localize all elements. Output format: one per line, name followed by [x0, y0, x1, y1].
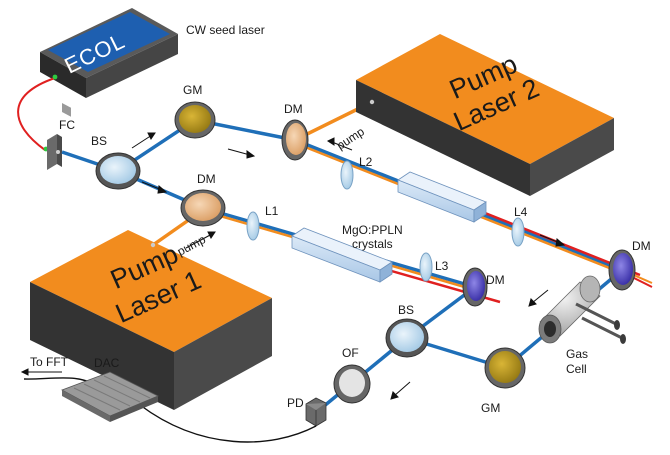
pd-cable — [139, 404, 317, 443]
ppln-crystal-lower — [291, 227, 393, 283]
gas-cell-label-line1: Gas — [566, 347, 588, 361]
dichroic-mirror-right — [608, 249, 636, 291]
direction-arrows — [20, 132, 566, 400]
gas-cell — [538, 275, 626, 344]
gold-mirror-top — [174, 101, 216, 139]
dm-right-label: DM — [632, 239, 651, 253]
gm-top-label: GM — [183, 83, 202, 97]
lens-l4 — [511, 217, 525, 247]
dichroic-mirror-left — [180, 189, 226, 227]
dac-box — [61, 371, 159, 422]
fc-label: FC — [59, 118, 75, 132]
lens-l2 — [340, 160, 354, 190]
l4-label: L4 — [514, 205, 528, 219]
lens-l3 — [419, 252, 433, 282]
beam-splitter-bottom — [385, 318, 429, 358]
lens-l1 — [246, 211, 260, 241]
pump-top-label: pump — [334, 124, 367, 152]
dm-top-label: DM — [284, 102, 303, 116]
pump-laser-1: Pump Laser 1 — [30, 230, 272, 410]
gm-bottom-label: GM — [481, 401, 500, 415]
seed-laser-panel — [48, 12, 170, 72]
seed-laser-caption: CW seed laser — [186, 23, 265, 37]
crystals-label-line2: crystals — [352, 237, 393, 251]
fiber-collimator — [47, 134, 62, 170]
crystals-label-line1: MgO:PPLN — [342, 223, 403, 237]
optical-filter — [333, 364, 371, 404]
beam-splitter-top — [95, 152, 141, 190]
pump-laser-2: Pump Laser 2 — [356, 34, 614, 196]
l1-label: L1 — [265, 204, 279, 218]
bs-top-label: BS — [91, 134, 107, 148]
photodetector — [305, 397, 327, 427]
dm-mid-label: DM — [486, 273, 505, 287]
l3-label: L3 — [435, 259, 449, 273]
l2-label: L2 — [359, 155, 373, 169]
to-fft-label: To FFT — [30, 355, 69, 369]
seed-output-port — [62, 102, 71, 117]
dichroic-mirror-top — [281, 119, 309, 161]
dichroic-mirror-mid — [462, 267, 488, 307]
fiber-cable — [17, 77, 56, 151]
dac-label: DAC — [94, 356, 120, 370]
pd-label: PD — [287, 396, 304, 410]
gold-mirror-bottom — [484, 347, 526, 389]
ppln-crystal-upper — [397, 171, 487, 223]
gas-cell-label-line2: Cell — [566, 362, 587, 376]
dm-left-label: DM — [197, 172, 216, 186]
cw-seed-laser: ECOL — [40, 8, 178, 117]
pump-bottom-label: pump — [175, 232, 208, 259]
of-label: OF — [342, 346, 359, 360]
fiber-connector-top — [52, 74, 58, 80]
bs-bottom-label: BS — [398, 303, 414, 317]
